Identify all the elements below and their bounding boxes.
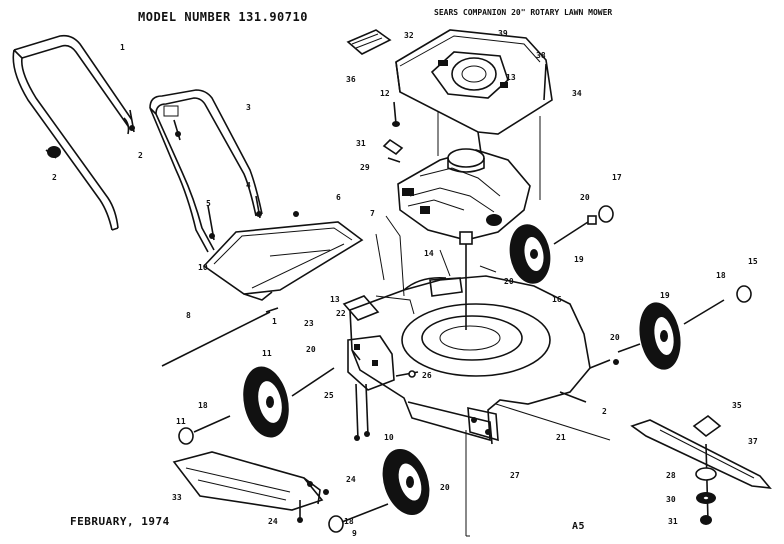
- deflector-rod: [161, 307, 279, 367]
- engine-shroud: [395, 29, 553, 161]
- mower-deck: [347, 275, 611, 445]
- callout-28: 28: [666, 471, 676, 480]
- callout-1b: 1: [272, 317, 277, 326]
- callout-20d: 20: [440, 483, 450, 492]
- discharge-chute: [172, 451, 329, 523]
- callout-30: 30: [666, 495, 676, 504]
- callout-32: 32: [404, 31, 414, 40]
- callout-5: 5: [206, 199, 211, 208]
- callout-25: 25: [324, 391, 334, 400]
- wheel-left-front: [243, 366, 335, 438]
- callout-36: 36: [346, 75, 356, 84]
- callout-34: 34: [572, 89, 582, 98]
- callout-29: 29: [360, 163, 370, 172]
- page-code: A5: [572, 521, 586, 532]
- callout-3: 3: [246, 103, 251, 112]
- callout-13b: 13: [506, 73, 516, 82]
- engine: [397, 148, 531, 330]
- handle-bolts: [129, 109, 299, 241]
- callout-33: 33: [172, 493, 182, 502]
- callout-13: 13: [330, 295, 340, 304]
- upper-handle: [12, 34, 133, 231]
- wheel-right-rear: [617, 299, 725, 370]
- leader-lines: [375, 112, 611, 537]
- callout-19b: 19: [660, 291, 670, 300]
- callout-20: 20: [504, 277, 514, 286]
- callout-31: 31: [356, 139, 366, 148]
- callout-38: 38: [536, 51, 546, 60]
- lower-handle: [149, 89, 263, 253]
- callout-10b: 10: [384, 433, 394, 442]
- wheel-right-front: [509, 215, 597, 284]
- callout-14: 14: [424, 249, 434, 258]
- callout-8: 8: [186, 311, 191, 320]
- callout-18c: 18: [716, 271, 726, 280]
- callout-12: 12: [380, 89, 390, 98]
- callout-31b: 31: [668, 517, 678, 526]
- callout-9: 9: [352, 529, 357, 538]
- callout-37: 37: [748, 437, 758, 446]
- throttle-parts: [382, 101, 404, 163]
- callout-4: 4: [246, 181, 251, 190]
- decal: [346, 29, 392, 55]
- callout-17: 17: [612, 173, 622, 182]
- callout-26: 26: [422, 371, 432, 380]
- height-adjusters: [342, 295, 419, 441]
- callout-24b: 24: [346, 475, 356, 484]
- callout-2b: 2: [138, 151, 143, 160]
- callout-10: 10: [198, 263, 208, 272]
- callout-20b: 20: [580, 193, 590, 202]
- callout-27: 27: [510, 471, 520, 480]
- callout-19: 19: [574, 255, 584, 264]
- callout-2c: 2: [602, 407, 607, 416]
- wheel-left-rear: [382, 448, 430, 516]
- callout-15: 15: [748, 257, 758, 266]
- callout-39: 39: [498, 29, 508, 38]
- publication-date: FEBRUARY, 1974: [70, 515, 170, 528]
- product-subtitle: SEARS COMPANION 20" ROTARY LAWN MOWER: [434, 8, 613, 17]
- callout-24: 24: [268, 517, 278, 526]
- callout-11b: 11: [262, 349, 272, 358]
- blade: [630, 414, 772, 525]
- callout-11: 11: [176, 417, 186, 426]
- callout-7: 7: [370, 209, 375, 218]
- callout-labels: 1 1 2 2 2 3 4 5 6 7 8 9 10 10 11 11 12 1…: [52, 29, 758, 538]
- callout-22: 22: [336, 309, 346, 318]
- callout-20c: 20: [610, 333, 620, 342]
- callout-6: 6: [336, 193, 341, 202]
- callout-21: 21: [556, 433, 566, 442]
- callout-35: 35: [732, 401, 742, 410]
- callout-20e: 20: [306, 345, 316, 354]
- model-number-title: MODEL NUMBER 131.90710: [138, 10, 308, 24]
- hubcaps: [178, 205, 752, 533]
- callout-18b: 18: [344, 517, 354, 526]
- handle-knob-left: [45, 146, 61, 159]
- callout-16: 16: [552, 295, 562, 304]
- callout-1: 1: [120, 43, 125, 52]
- callout-18: 18: [198, 401, 208, 410]
- callout-2: 2: [52, 173, 57, 182]
- callout-23: 23: [304, 319, 314, 328]
- grass-deflector: [202, 221, 364, 301]
